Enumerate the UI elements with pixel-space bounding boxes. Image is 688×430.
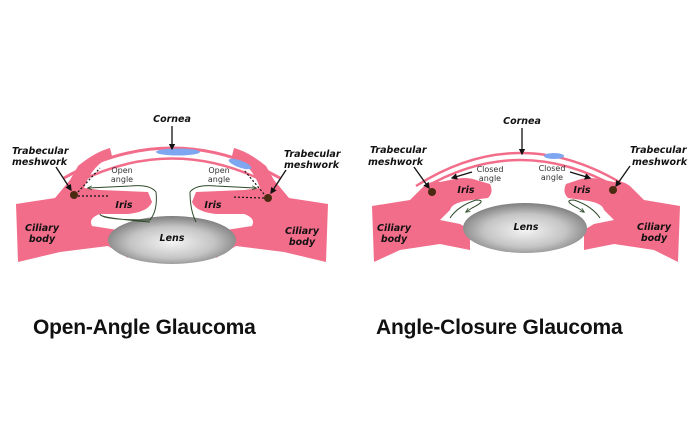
angle-line-left <box>77 167 110 197</box>
flow-arrow-left <box>449 199 482 219</box>
label-closed-angle-right-2: angle <box>541 173 563 182</box>
ciliary-body-left <box>372 178 492 262</box>
label-open-angle-right-2: angle <box>208 175 230 184</box>
iris-left <box>86 196 149 210</box>
label-iris-right: Iris <box>573 185 590 196</box>
label-body-right: body <box>641 233 668 244</box>
iris-right <box>195 196 258 210</box>
label-meshwork-right: meshwork <box>632 157 688 168</box>
label-body-left: body <box>29 234 56 245</box>
label-trabecular-right: Trabecular <box>630 145 688 156</box>
meshwork-pointer-left <box>413 166 430 190</box>
flow-arrow-left <box>88 186 157 223</box>
fluid-blob <box>156 148 200 156</box>
label-meshwork-left: meshwork <box>368 157 424 168</box>
fluid-blob <box>228 158 252 170</box>
cornea-inner <box>77 157 267 184</box>
meshwork-pointer-right <box>615 165 631 188</box>
title-open-angle: Open-Angle Glaucoma <box>33 316 256 339</box>
label-body-right: body <box>289 237 316 248</box>
closed-angle-arrow-right <box>569 171 592 180</box>
flow-arrow-right <box>568 199 601 219</box>
label-closed-angle-right-1: Closed <box>539 164 566 173</box>
meshwork-right <box>264 194 272 202</box>
label-lens: Lens <box>514 222 539 233</box>
label-ciliary-left: Ciliary <box>25 223 60 234</box>
label-iris-left: Iris <box>457 185 474 196</box>
meshwork-left <box>70 191 78 199</box>
label-open-angle-left-1: Open <box>111 166 132 175</box>
label-cornea: Cornea <box>503 116 541 127</box>
label-cornea: Cornea <box>153 114 191 125</box>
label-lens: Lens <box>160 233 185 244</box>
closed-angle-arrow-left <box>450 171 473 180</box>
label-trabecular-left: Trabecular <box>12 146 70 157</box>
label-meshwork-right: meshwork <box>284 160 340 171</box>
label-closed-angle-left-1: Closed <box>477 165 504 174</box>
open-angle-panel: Cornea Trabecular meshwork Trabecular me… <box>12 114 342 264</box>
label-body-left: body <box>381 234 408 245</box>
meshwork-pointer-left <box>55 166 72 192</box>
label-ciliary-right: Ciliary <box>285 226 320 237</box>
cornea-inner <box>423 158 619 190</box>
label-open-angle-right-1: Open <box>208 166 229 175</box>
fluid-blob <box>544 153 564 159</box>
meshwork-left <box>428 188 436 196</box>
flow-arrow-right <box>189 185 256 223</box>
label-iris-left: Iris <box>115 200 132 211</box>
label-ciliary-right: Ciliary <box>637 222 672 233</box>
label-iris-right: Iris <box>204 200 221 211</box>
ciliary-body-right <box>564 178 680 262</box>
label-closed-angle-left-2: angle <box>479 174 501 183</box>
label-trabecular-right: Trabecular <box>284 149 342 160</box>
lens <box>108 216 236 264</box>
label-meshwork-left: meshwork <box>12 157 68 168</box>
angle-closure-panel: Cornea Trabecular meshwork Trabecular me… <box>368 116 688 262</box>
angle-line-right <box>231 169 265 199</box>
label-open-angle-left-2: angle <box>111 175 133 184</box>
meshwork-pointer-right <box>270 169 287 195</box>
meshwork-right <box>609 186 617 194</box>
label-ciliary-left: Ciliary <box>377 223 412 234</box>
lens <box>463 203 587 253</box>
label-trabecular-left: Trabecular <box>370 145 428 156</box>
title-angle-closure: Angle-Closure Glaucoma <box>376 316 623 339</box>
